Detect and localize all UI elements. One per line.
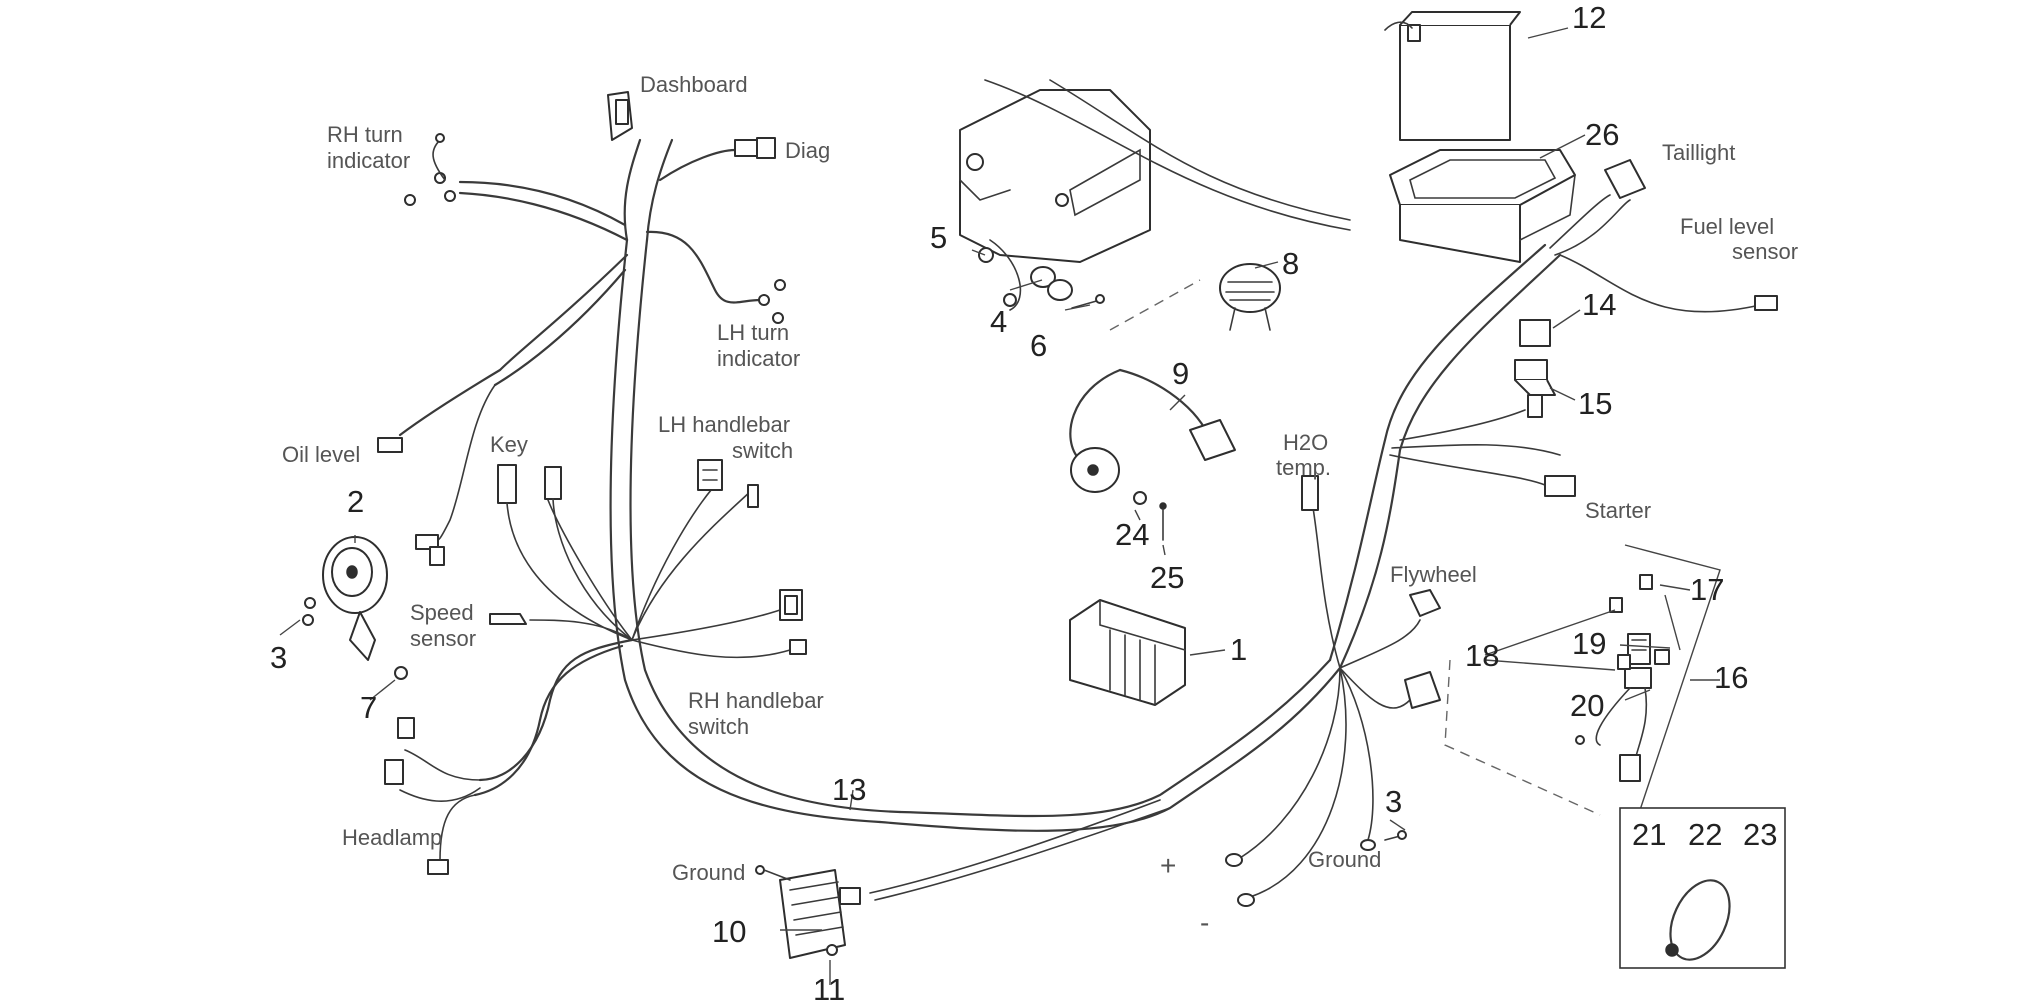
part-number-21: 21 bbox=[1632, 817, 1666, 852]
label-speed-line2: sensor bbox=[410, 626, 476, 651]
fuse-box-group bbox=[1444, 544, 1721, 816]
part-number-25: 25 bbox=[1150, 560, 1184, 595]
part-number-17: 17 bbox=[1690, 572, 1724, 607]
taillight-connector bbox=[1604, 159, 1646, 199]
part-number-26: 26 bbox=[1585, 117, 1619, 152]
part-number-22: 22 bbox=[1688, 817, 1722, 852]
label-rh-handlebar-line1: RH handlebar bbox=[688, 688, 824, 713]
horn-part-2 bbox=[302, 536, 408, 680]
flywheel-connector bbox=[1409, 589, 1441, 617]
nut-part-5 bbox=[978, 247, 994, 263]
label-lh-turn-line2: indicator bbox=[717, 346, 800, 371]
junction-connector-right bbox=[1404, 671, 1441, 709]
part-number-18: 18 bbox=[1465, 638, 1499, 673]
part-number-24: 24 bbox=[1115, 517, 1149, 552]
rh-handlebar-switch-connector bbox=[779, 589, 807, 655]
label-lh-handlebar-line2: switch bbox=[732, 438, 793, 463]
part-number-14: 14 bbox=[1582, 287, 1616, 322]
part-number-19: 19 bbox=[1572, 626, 1606, 661]
label-oil-level: Oil level bbox=[282, 442, 360, 467]
part-number-3-left: 3 bbox=[270, 640, 287, 675]
ecu-part-1 bbox=[1069, 599, 1186, 706]
part-number-3-right: 3 bbox=[1385, 784, 1402, 819]
sensor-part-8 bbox=[1219, 263, 1281, 331]
lh-handlebar-switch-connector bbox=[697, 459, 759, 508]
label-rh-handlebar-line2: switch bbox=[688, 714, 749, 739]
label-flywheel: Flywheel bbox=[1390, 562, 1477, 587]
label-h2o-line1: H2O bbox=[1283, 430, 1328, 455]
label-key: Key bbox=[490, 432, 528, 457]
headlamp-connectors bbox=[384, 717, 449, 875]
fuel-level-sensor-connector bbox=[1754, 295, 1778, 311]
speed-sensor-connector bbox=[489, 613, 527, 625]
label-ground-left: Ground bbox=[672, 860, 745, 885]
oil-level-connector bbox=[377, 437, 403, 453]
battery-tray-part-26 bbox=[1389, 149, 1576, 263]
label-lh-handlebar-line1: LH handlebar bbox=[658, 412, 790, 437]
label-taillight: Taillight bbox=[1662, 140, 1735, 165]
regulator-part-10 bbox=[755, 865, 861, 959]
part-number-13: 13 bbox=[832, 772, 866, 807]
label-dashboard: Dashboard bbox=[640, 72, 748, 97]
label-lh-turn-line1: LH turn bbox=[717, 320, 789, 345]
battery-part-12 bbox=[1384, 11, 1521, 141]
relay-part-14 bbox=[1519, 319, 1551, 347]
part-number-4: 4 bbox=[990, 304, 1007, 339]
part-number-7: 7 bbox=[360, 690, 377, 725]
label-fuel-line1: Fuel level bbox=[1680, 214, 1774, 239]
label-ground-right: Ground bbox=[1308, 847, 1381, 872]
part-numbers: 1 2 3 3 4 5 6 7 8 9 10 11 12 13 14 15 16… bbox=[270, 0, 1777, 1002]
part-number-11: 11 bbox=[813, 972, 845, 1002]
rh-turn-indicator-connectors bbox=[404, 133, 456, 206]
label-headlamp: Headlamp bbox=[342, 825, 442, 850]
part-number-9: 9 bbox=[1172, 356, 1189, 391]
part-number-16: 16 bbox=[1714, 660, 1748, 695]
part-number-2: 2 bbox=[347, 484, 364, 519]
label-rh-turn-line1: RH turn bbox=[327, 122, 403, 147]
part-number-15: 15 bbox=[1578, 386, 1612, 421]
starter-connector bbox=[1544, 475, 1576, 497]
kit-box-21-22-23 bbox=[1619, 807, 1786, 969]
label-starter: Starter bbox=[1585, 498, 1651, 523]
dash-leader-8 bbox=[1109, 279, 1201, 331]
part-number-12: 12 bbox=[1572, 0, 1606, 35]
part-number-5: 5 bbox=[930, 220, 947, 255]
screw-part-6 bbox=[1071, 294, 1105, 309]
spacer-part-4 bbox=[1030, 266, 1073, 301]
part-number-8: 8 bbox=[1282, 246, 1299, 281]
frame-bracket bbox=[959, 79, 1351, 311]
dashboard-connector bbox=[607, 91, 633, 141]
ignition-coil-part-9 bbox=[1069, 368, 1236, 541]
text-labels: Dashboard Diag RH turn indicator LH turn… bbox=[282, 72, 1798, 938]
label-speed-line1: Speed bbox=[410, 600, 474, 625]
label-minus: - bbox=[1200, 907, 1209, 938]
part-number-1: 1 bbox=[1230, 632, 1247, 667]
part-number-20: 20 bbox=[1570, 688, 1604, 723]
relay-socket-part-15 bbox=[1514, 359, 1556, 418]
label-fuel-line2: sensor bbox=[1732, 239, 1798, 264]
label-rh-turn-line2: indicator bbox=[327, 148, 410, 173]
ground-terminals bbox=[1225, 830, 1407, 907]
lh-turn-indicator-connectors bbox=[758, 279, 786, 324]
leader-lines bbox=[279, 27, 1720, 985]
label-plus: + bbox=[1160, 850, 1176, 881]
label-h2o-line2: temp. bbox=[1276, 455, 1331, 480]
key-connector bbox=[497, 464, 633, 641]
part-number-6: 6 bbox=[1030, 328, 1047, 363]
misc-connector-left bbox=[415, 534, 445, 566]
h2o-temp-sensor-connector bbox=[1301, 475, 1319, 511]
diag-connector bbox=[734, 137, 776, 159]
part-number-10: 10 bbox=[712, 914, 746, 949]
part-number-23: 23 bbox=[1743, 817, 1777, 852]
label-diag: Diag bbox=[785, 138, 830, 163]
